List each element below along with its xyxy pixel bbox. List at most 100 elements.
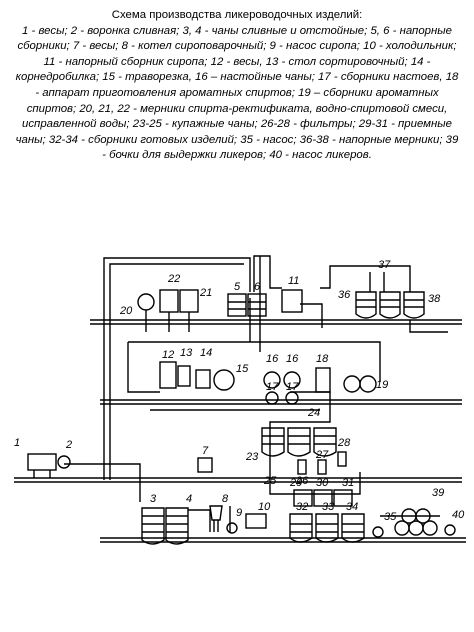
apparatus-18 — [315, 367, 331, 393]
pump-9-body — [226, 522, 238, 534]
label-1: 1 — [14, 437, 20, 449]
label-23: 23 — [245, 451, 259, 463]
pipe-syrup-out — [300, 303, 323, 328]
scale-7 — [197, 457, 213, 473]
label-20: 20 — [119, 305, 133, 317]
label-12: 12 — [162, 349, 174, 361]
label-29: 29 — [289, 477, 302, 489]
production-scheme: 1 2 3 4 5 6 7 8 9 10 11 12 13 14 15 16 1… — [14, 255, 466, 545]
label-17a: 17 — [266, 381, 279, 393]
label-19: 19 — [376, 379, 388, 391]
pipe-dosers-out — [409, 320, 448, 333]
scale-1-body — [27, 453, 57, 471]
collector-33 — [315, 513, 339, 543]
label-16b: 16 — [286, 353, 299, 365]
boiler-8-body — [209, 505, 223, 521]
label-10: 10 — [258, 501, 271, 513]
label-28: 28 — [337, 437, 351, 449]
collector-11-body — [281, 289, 303, 313]
collector-17b — [285, 391, 299, 405]
label-25: 25 — [263, 475, 277, 487]
doser-36 — [355, 291, 377, 319]
diagram-caption: Схема производства ликероводочных издели… — [14, 8, 460, 164]
label-33: 33 — [322, 501, 335, 513]
label-31: 31 — [342, 477, 354, 489]
funnel-2 — [57, 455, 71, 469]
label-37: 37 — [378, 259, 391, 271]
pump-40 — [444, 524, 456, 536]
table-13 — [177, 365, 191, 387]
scale-7-body — [197, 457, 213, 473]
pump-40-body — [444, 524, 456, 536]
label-8: 8 — [222, 493, 229, 505]
cutter-15 — [213, 369, 235, 391]
label-35: 35 — [384, 511, 397, 523]
scale-1 — [27, 453, 57, 478]
label-39: 39 — [432, 487, 444, 499]
label-16a: 16 — [266, 353, 279, 365]
filters-26-28 — [297, 451, 347, 475]
collectors-19 — [343, 375, 377, 393]
label-26: 26 — [295, 475, 309, 487]
apparatus-18-body — [315, 367, 331, 393]
doser-37 — [379, 291, 401, 319]
doser-38 — [403, 291, 425, 319]
label-15: 15 — [236, 363, 249, 375]
label-32: 32 — [296, 501, 308, 513]
tank-3 — [141, 507, 165, 545]
caption-legend: 1 - весы; 2 - воронка сливная; 3, 4 - ча… — [15, 24, 459, 162]
label-9: 9 — [236, 507, 242, 519]
collector-34 — [341, 513, 365, 543]
pipelines — [64, 255, 448, 532]
label-18: 18 — [316, 353, 329, 365]
barrel-e — [415, 508, 431, 524]
pipe-riser-left — [103, 257, 251, 480]
label-11: 11 — [288, 275, 299, 287]
receiver-30 — [313, 489, 333, 507]
label-13: 13 — [180, 347, 193, 359]
scale-12 — [159, 361, 177, 389]
blend-vats-23-25 — [261, 427, 337, 457]
measures-20-22 — [137, 289, 199, 332]
label-24: 24 — [307, 407, 320, 419]
barrels-39 — [394, 508, 438, 536]
label-5: 5 — [234, 281, 241, 293]
label-14: 14 — [200, 347, 212, 359]
pump-35-body — [372, 526, 384, 538]
vat-24 — [287, 427, 311, 457]
pipe-to-dosers — [320, 265, 411, 292]
label-17b: 17 — [286, 381, 299, 393]
collectors-32-34 — [289, 513, 365, 543]
label-36: 36 — [338, 289, 351, 301]
pipe-receivers — [269, 472, 361, 495]
vat-23 — [261, 427, 285, 457]
pump-9 — [226, 522, 238, 534]
label-6: 6 — [254, 281, 261, 293]
filter-26 — [297, 459, 307, 475]
prep-area-12-15 — [159, 361, 235, 391]
collector-6 — [247, 293, 267, 317]
dosers-36-38 — [355, 291, 425, 319]
collector-17a — [265, 391, 279, 405]
caption-title: Схема производства ликероводочных издели… — [111, 9, 363, 21]
vat-16a — [263, 371, 281, 389]
label-30: 30 — [316, 477, 329, 489]
pump-35 — [372, 526, 384, 538]
collector-5 — [227, 293, 247, 317]
filter-28 — [337, 451, 347, 467]
cooler-10 — [245, 513, 267, 529]
pipe-funnel-to-tanks — [64, 463, 141, 502]
tanks-3-4 — [141, 507, 189, 545]
tank-4 — [165, 507, 189, 545]
boiler-8 — [209, 505, 223, 532]
vat-16b — [283, 371, 301, 389]
label-4: 4 — [186, 493, 192, 505]
receivers-29-31 — [293, 489, 353, 507]
measure-20 — [137, 293, 155, 311]
label-27: 27 — [315, 449, 329, 461]
measure-21 — [159, 289, 179, 313]
label-22: 22 — [167, 273, 180, 285]
crusher-14 — [195, 369, 211, 389]
funnel-2-body — [57, 455, 71, 469]
collector-19a — [343, 375, 361, 393]
